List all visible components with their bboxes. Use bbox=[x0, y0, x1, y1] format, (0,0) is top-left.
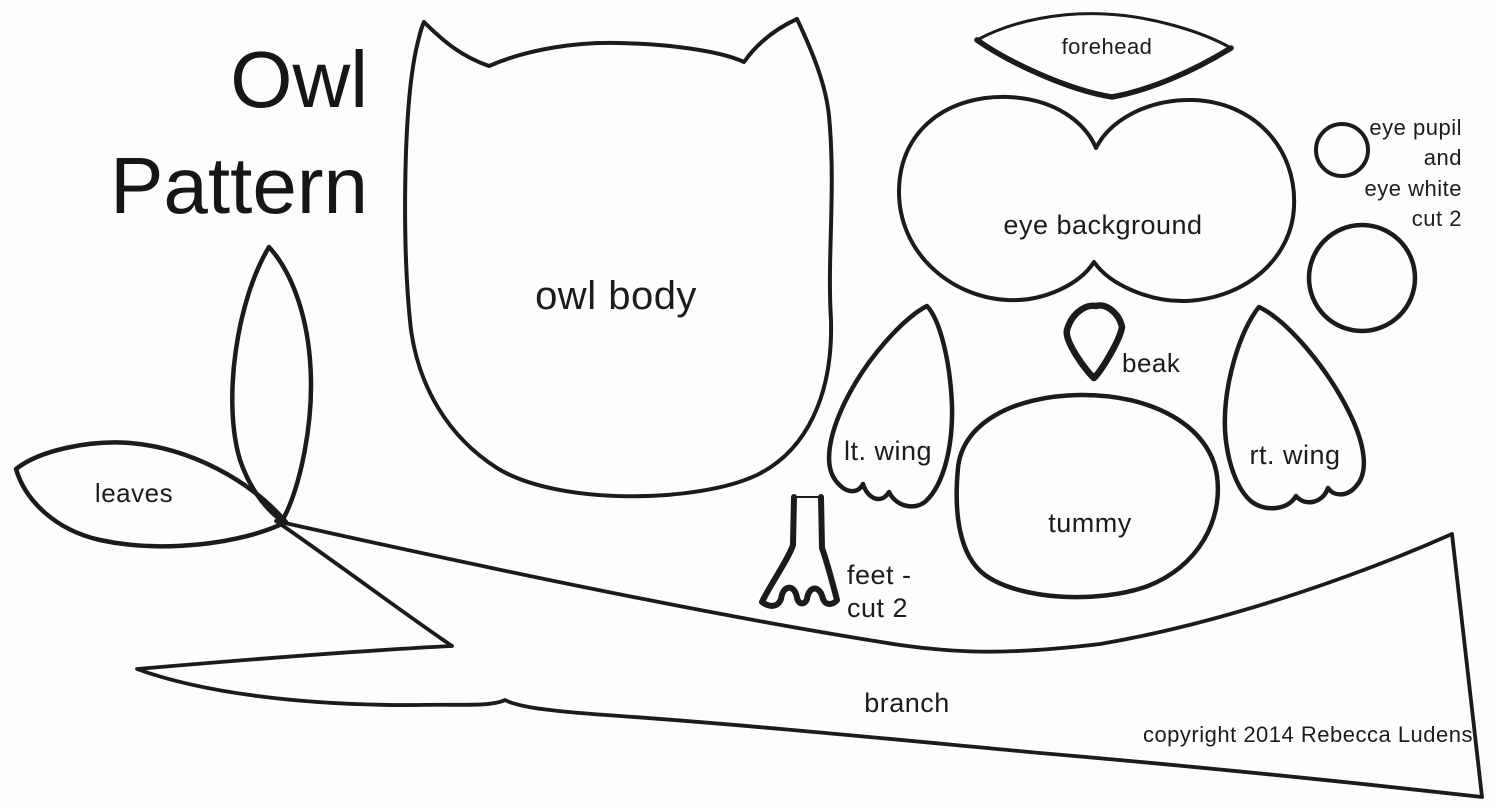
copyright-text: copyright 2014 Rebecca Ludens bbox=[1143, 722, 1473, 747]
owl-body-outline bbox=[403, 17, 834, 499]
right-wing-label: rt. wing bbox=[1249, 440, 1340, 470]
beak-outline bbox=[1063, 302, 1126, 382]
eye-note-line2: and bbox=[1424, 145, 1462, 170]
forehead-label: forehead bbox=[1062, 34, 1153, 59]
left-wing-outline bbox=[826, 303, 955, 509]
feet-outline bbox=[759, 494, 840, 609]
eye-note-line3: eye white bbox=[1365, 176, 1462, 201]
owl-body-label: owl body bbox=[535, 274, 697, 318]
feet-note-line1: feet - bbox=[847, 560, 912, 590]
eye-note-line1: eye pupil bbox=[1369, 115, 1462, 140]
right-wing-outline bbox=[1222, 304, 1367, 511]
left-wing-label: lt. wing bbox=[844, 436, 932, 466]
feet-note-line2: cut 2 bbox=[847, 593, 908, 623]
page-title-line2: Pattern bbox=[110, 141, 368, 230]
leaves-label: leaves bbox=[95, 478, 173, 508]
tummy-outline bbox=[954, 392, 1221, 600]
eye-pupil-outline bbox=[1314, 122, 1370, 178]
branch-outline bbox=[135, 519, 1484, 799]
eye-background-outline bbox=[896, 94, 1297, 304]
leaf-vertical-outline bbox=[230, 244, 314, 524]
tummy-label: tummy bbox=[1048, 508, 1132, 538]
eye-background-label: eye background bbox=[1003, 210, 1202, 240]
eye-white-outline bbox=[1306, 222, 1418, 334]
beak-label: beak bbox=[1122, 348, 1181, 378]
page-title-line1: Owl bbox=[230, 35, 368, 124]
branch-label: branch bbox=[864, 688, 950, 718]
eye-note-line4: cut 2 bbox=[1412, 206, 1462, 231]
forehead-bottom-edge bbox=[974, 37, 1234, 100]
